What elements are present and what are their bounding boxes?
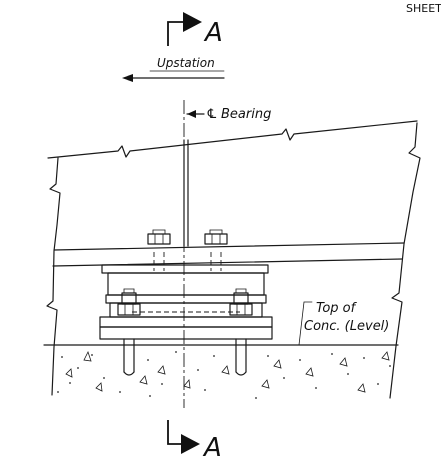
leader-arrow-icon xyxy=(187,110,196,118)
section-letter-bottom: A xyxy=(202,433,222,463)
left-break-line xyxy=(46,157,61,396)
anchor-bolt-right xyxy=(229,288,253,376)
deck-top-line xyxy=(47,120,418,159)
bearing-label: Bearing xyxy=(221,107,271,122)
centerline-symbol: ℄ xyxy=(206,107,218,122)
upstation-label: Upstation xyxy=(157,56,215,70)
girder-web xyxy=(183,139,189,247)
anchor-bolt-left xyxy=(117,288,141,376)
concrete-hatch xyxy=(57,351,391,399)
left-arrow-icon xyxy=(122,74,133,82)
top-bolt-left xyxy=(147,229,171,271)
concrete-pedestal xyxy=(43,344,399,399)
top-of-conc-line1: Top of xyxy=(316,301,358,316)
section-cut-marker-bottom: A xyxy=(167,420,222,463)
section-cut-marker-top: A xyxy=(167,12,223,48)
upstation-indicator: Upstation xyxy=(122,56,225,82)
bottom-flange xyxy=(52,242,405,267)
right-break-line xyxy=(389,122,421,399)
top-of-conc-line2: Conc. (Level) xyxy=(304,319,389,334)
concrete-aggregate xyxy=(65,350,390,393)
sheet-label: SHEET xyxy=(406,2,441,15)
section-letter-top: A xyxy=(203,18,223,48)
bearing-centerline: ℄ Bearing xyxy=(183,100,271,408)
bearing-assembly xyxy=(99,264,273,340)
top-of-concrete-callout: Top of Conc. (Level) xyxy=(298,301,389,346)
top-bolt-right xyxy=(204,229,228,271)
